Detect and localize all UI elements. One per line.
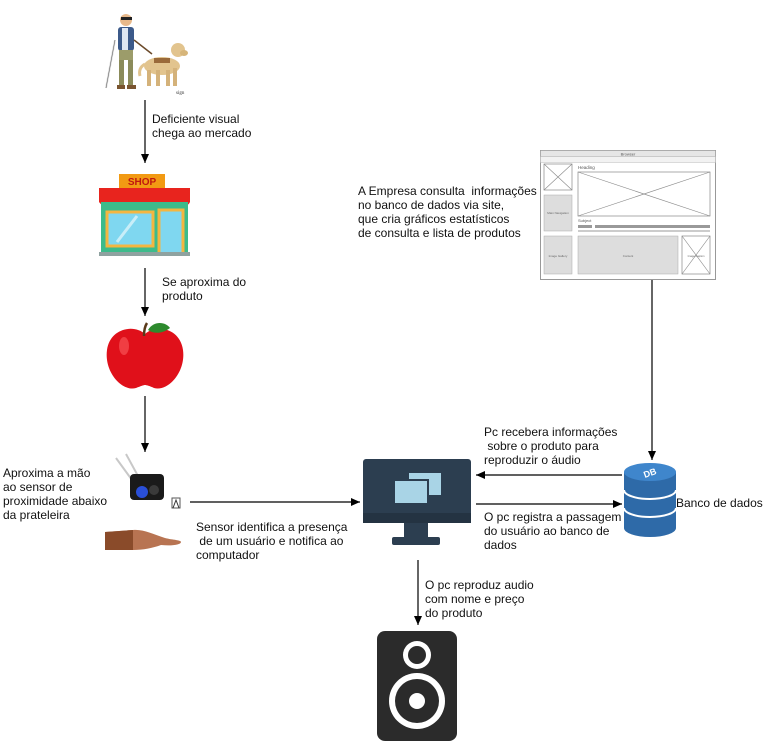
computer-monitor-icon bbox=[363, 459, 471, 545]
label-step-hand: Aproxima a mão ao sensor de proximidade … bbox=[3, 466, 108, 522]
mockup-title: Browser bbox=[621, 152, 636, 157]
hand-icon bbox=[105, 529, 181, 550]
proximity-sensor-icon bbox=[115, 453, 181, 509]
speaker-icon bbox=[377, 631, 457, 741]
shop-sign-text: SHOP bbox=[128, 177, 157, 188]
mockup-content: Content bbox=[623, 254, 634, 258]
label-sensor-notifies: Sensor identifica a presença de um usuár… bbox=[196, 520, 348, 562]
label-database: Banco de dados bbox=[676, 496, 763, 510]
label-step-approach: Se aproxima do produto bbox=[162, 275, 247, 303]
mockup-heading: Heading bbox=[578, 165, 595, 170]
mockup-main-nav: Main Navigation bbox=[547, 211, 569, 215]
label-pc-plays-audio: O pc reproduz audio com nome e preço do … bbox=[425, 578, 534, 620]
svg-text:sign: sign bbox=[176, 91, 185, 96]
mockup-caption: Image Caption bbox=[688, 254, 705, 258]
shop-icon: SHOP bbox=[99, 174, 190, 256]
label-company-consults: A Empresa consulta informações no banco … bbox=[358, 184, 537, 240]
label-pc-registers: O pc registra a passagem do usuário ao b… bbox=[484, 510, 622, 552]
label-pc-receives: Pc recebera informações sobre o produto … bbox=[484, 425, 618, 467]
apple-icon bbox=[106, 322, 184, 389]
database-icon: DB bbox=[623, 463, 677, 537]
mockup-subtitle: Subject bbox=[578, 218, 592, 223]
label-step-arrives: Deficiente visual chega ao mercado bbox=[152, 112, 252, 140]
website-mockup-icon: Browser Heading Main Navigation Subject … bbox=[540, 150, 716, 280]
mockup-gallery: Image Gallery bbox=[549, 254, 568, 258]
blind-person-with-guide-dog-icon: sign bbox=[105, 14, 188, 96]
db-badge-text: DB bbox=[642, 466, 658, 480]
